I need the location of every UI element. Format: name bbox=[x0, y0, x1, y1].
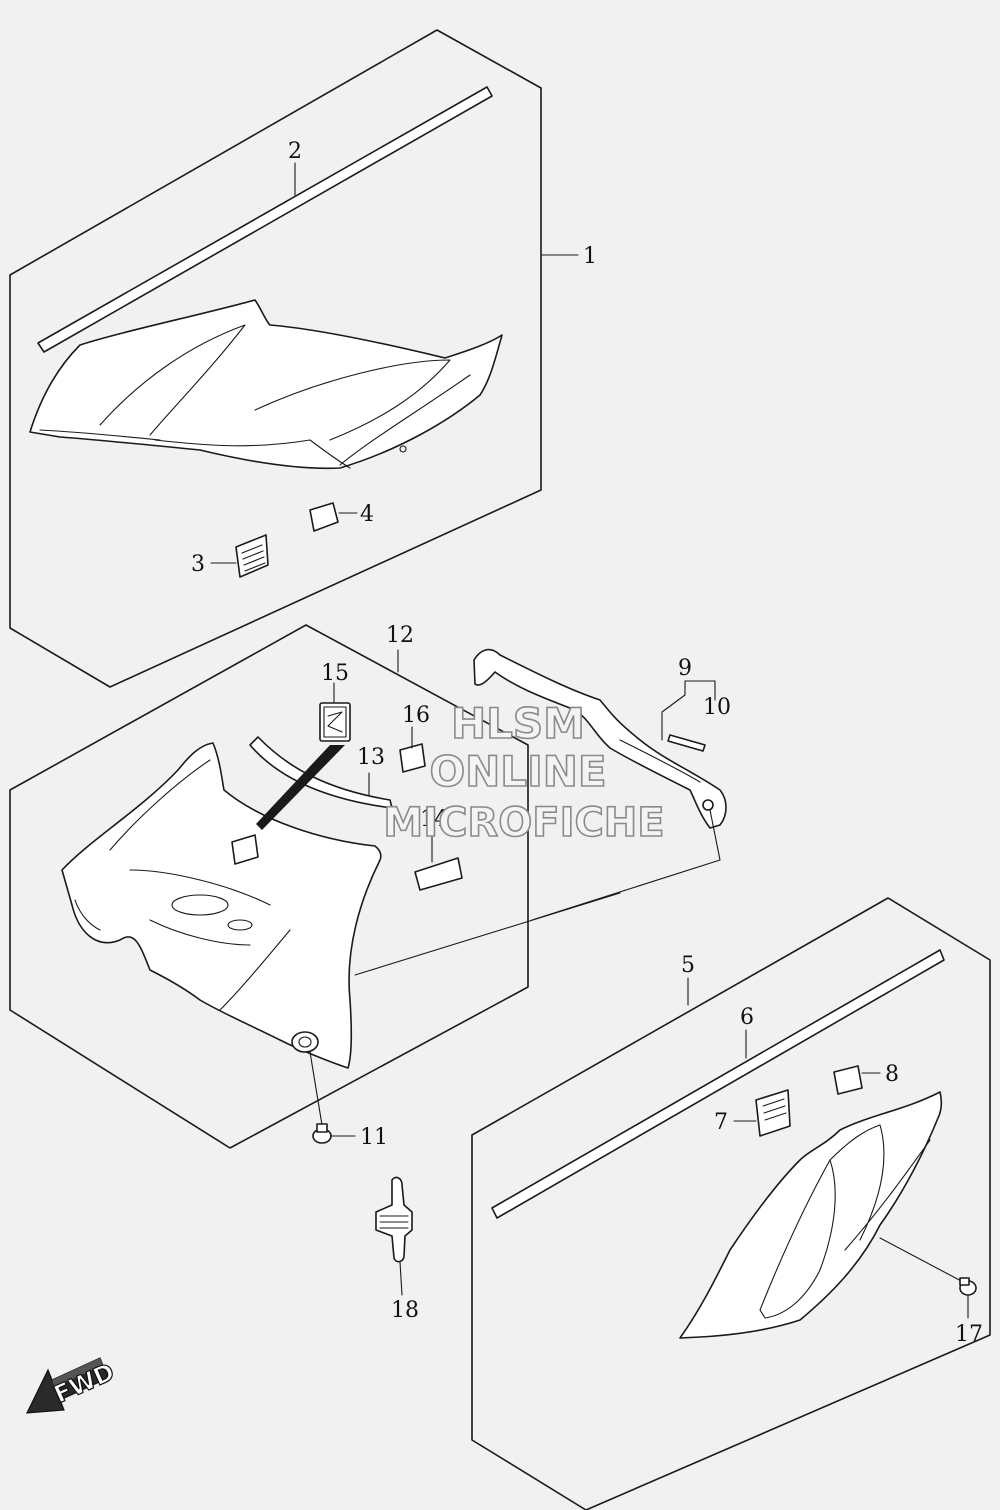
decal-7 bbox=[755, 1089, 791, 1137]
cowling-panel-1 bbox=[29, 299, 503, 470]
bracket-9 bbox=[473, 648, 727, 921]
pad-4 bbox=[309, 502, 339, 532]
pad-14 bbox=[414, 857, 463, 891]
decal-sheet-3 bbox=[235, 534, 269, 578]
label-part-11: 11 bbox=[360, 1125, 388, 1150]
fwd-arrow-icon: FWD bbox=[25, 1357, 119, 1414]
stay-bracket-9 bbox=[473, 648, 727, 829]
label-part-6: 6 bbox=[740, 1005, 754, 1030]
label-part-7: 7 bbox=[714, 1110, 728, 1135]
label-part-17: 17 bbox=[955, 1322, 983, 1347]
trim-strip-6 bbox=[491, 949, 945, 1219]
label-part-5: 5 bbox=[681, 953, 695, 978]
label-part-13: 13 bbox=[357, 745, 385, 770]
watermark: HLSM ONLINE MICROFICHE bbox=[383, 698, 666, 847]
trim-strip-13 bbox=[249, 736, 393, 809]
kit-box-5 bbox=[471, 897, 991, 1510]
label-part-1: 1 bbox=[583, 244, 597, 269]
pad-10 bbox=[667, 734, 706, 752]
pad-16 bbox=[399, 743, 426, 773]
emblem-15 bbox=[256, 702, 351, 830]
label-part-2: 2 bbox=[288, 139, 302, 164]
label-part-3: 3 bbox=[191, 552, 205, 577]
label-part-18: 18 bbox=[391, 1298, 419, 1323]
screw-17 bbox=[959, 1277, 977, 1296]
label-part-4: 4 bbox=[360, 502, 374, 527]
label-part-12: 12 bbox=[386, 623, 414, 648]
watermark-line-3: MICROFICHE bbox=[383, 800, 664, 846]
label-part-14: 14 bbox=[420, 807, 448, 832]
clamp-18 bbox=[375, 1176, 413, 1296]
label-part-8: 8 bbox=[885, 1062, 899, 1087]
side-panel-5 bbox=[679, 1091, 943, 1339]
kit-box-12 bbox=[9, 624, 621, 1149]
screw-11 bbox=[312, 1123, 332, 1144]
watermark-line-2: ONLINE bbox=[429, 747, 606, 796]
kit-box-1 bbox=[9, 29, 579, 688]
pad-8 bbox=[833, 1065, 863, 1095]
label-part-15: 15 bbox=[321, 661, 349, 686]
trim-strip-2 bbox=[37, 86, 493, 353]
watermark-line-1: HLSM bbox=[451, 699, 585, 748]
center-cowl-12 bbox=[61, 742, 382, 1069]
label-part-16: 16 bbox=[402, 703, 430, 728]
label-part-10: 10 bbox=[703, 695, 731, 720]
label-part-9: 9 bbox=[678, 656, 692, 681]
